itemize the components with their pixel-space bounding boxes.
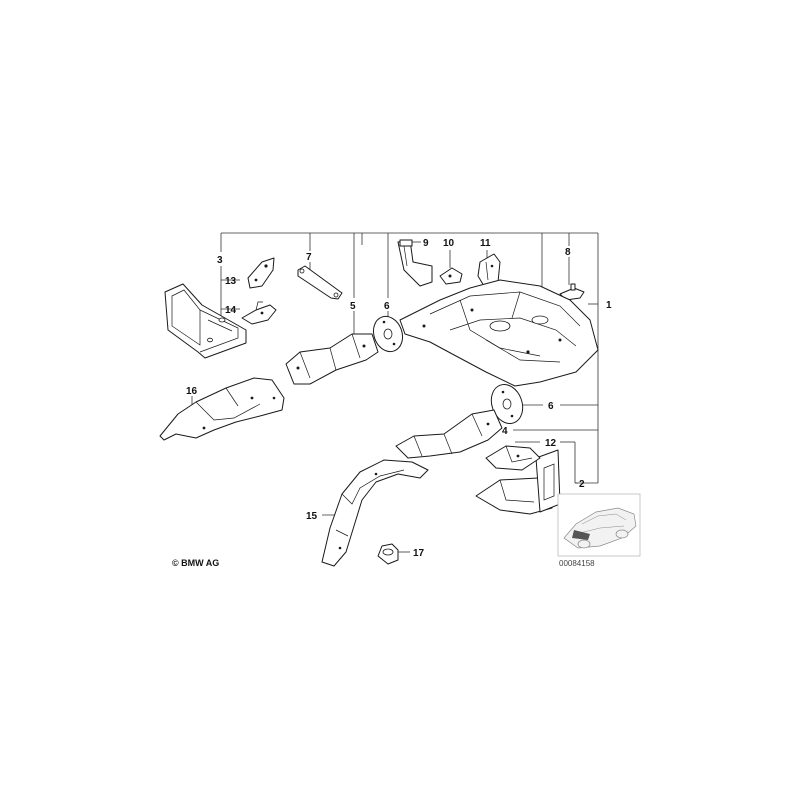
callout-6-lower: 6 (548, 401, 554, 412)
part-1-floor-pan (399, 279, 599, 387)
part-10-bracket (439, 267, 463, 285)
callout-5: 5 (350, 301, 356, 312)
part-13-bracket (247, 257, 275, 289)
callout-9: 9 (423, 238, 429, 249)
part-2-bracket-assembly (475, 449, 561, 515)
copyright-text: © BMW AG (172, 558, 219, 568)
callout-labels: 1 2 3 4 5 6 6 7 8 9 10 11 12 13 14 15 16… (186, 238, 612, 559)
part-3-battery-tray (164, 283, 247, 359)
callout-14: 14 (225, 305, 237, 316)
callout-17: 17 (413, 548, 425, 559)
callout-1: 1 (606, 300, 612, 311)
callout-2: 2 (579, 479, 585, 490)
callout-15: 15 (306, 511, 318, 522)
document-number: 00084158 (559, 559, 595, 568)
vehicle-thumbnail (557, 493, 641, 557)
callout-10: 10 (443, 238, 455, 249)
part-16-wheel-arch (159, 377, 285, 441)
part-5-member (285, 333, 379, 385)
part-17-grommet (377, 543, 399, 565)
callout-7: 7 (306, 252, 312, 263)
part-7-strut (297, 265, 343, 300)
part-9-bracket (397, 239, 433, 287)
part-6-lower-plate (490, 384, 524, 424)
callout-6-upper: 6 (384, 301, 390, 312)
part-14-clip (241, 301, 277, 325)
callout-8: 8 (565, 247, 571, 258)
callout-11: 11 (480, 238, 491, 249)
part-6-upper-plate (372, 315, 404, 353)
callout-13: 13 (225, 276, 237, 287)
part-12-bracket (485, 445, 541, 471)
part-15-wheel-arch (321, 459, 429, 567)
callout-16: 16 (186, 386, 198, 397)
part-4-member (395, 409, 503, 459)
callout-4: 4 (502, 426, 508, 437)
callout-12: 12 (545, 438, 557, 449)
callout-3: 3 (217, 255, 223, 266)
